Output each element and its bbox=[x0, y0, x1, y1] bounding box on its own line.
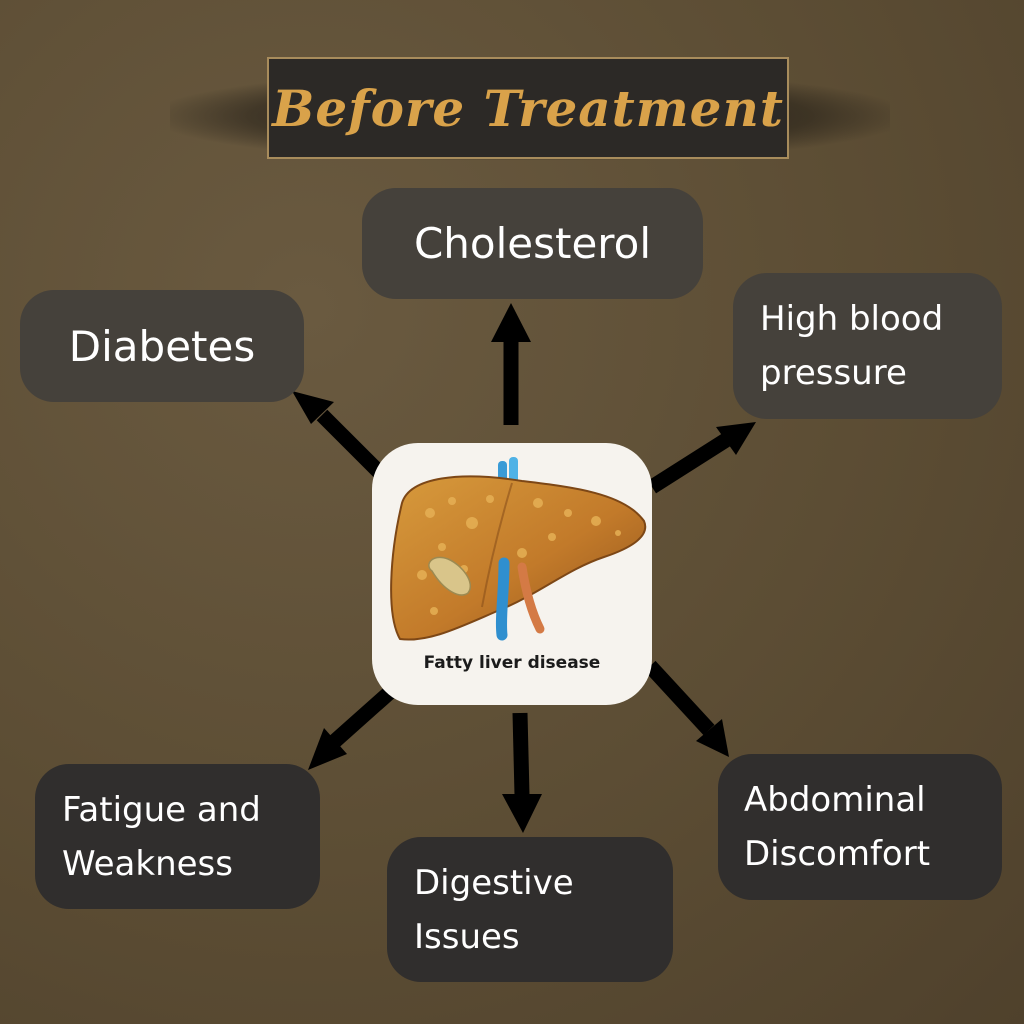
arrow-to-digestive bbox=[502, 712, 542, 833]
node-diabetes: Diabetes bbox=[20, 290, 304, 402]
node-digestive-line2: Issues bbox=[414, 916, 520, 957]
node-fatigue-line1: Fatigue and bbox=[62, 789, 261, 830]
page-title: Before Treatment bbox=[272, 78, 784, 138]
node-fatigue-line2: Weakness bbox=[62, 843, 233, 884]
arrow-to-high-blood-pressure bbox=[647, 422, 756, 494]
liver-illustration-icon bbox=[390, 457, 647, 641]
node-abdominal-line1: Abdominal bbox=[744, 780, 926, 820]
node-digestive-line1: Digestive bbox=[414, 862, 574, 903]
node-abdominal-line2: Discomfort bbox=[744, 834, 931, 874]
arrow-to-diabetes bbox=[292, 391, 387, 480]
center-caption: Fatty liver disease bbox=[423, 653, 601, 673]
node-cholesterol-label: Cholesterol bbox=[413, 219, 652, 268]
node-digestive: Digestive Issues bbox=[387, 837, 673, 982]
node-hbp-line1: High blood bbox=[760, 299, 944, 339]
node-fatigue: Fatigue and Weakness bbox=[35, 764, 320, 909]
arrow-to-fatigue bbox=[308, 678, 404, 770]
center-card: Fatty liver disease bbox=[372, 443, 652, 705]
title-box: Before Treatment bbox=[267, 57, 789, 159]
node-cholesterol: Cholesterol bbox=[362, 188, 703, 299]
node-abdominal: Abdominal Discomfort bbox=[718, 754, 1002, 900]
node-hbp-line2: pressure bbox=[760, 353, 907, 393]
node-diabetes-label: Diabetes bbox=[68, 321, 256, 371]
arrow-up-cholesterol bbox=[491, 303, 531, 425]
node-high-blood-pressure: High blood pressure bbox=[733, 273, 1002, 419]
arrow-to-abdominal bbox=[644, 660, 729, 757]
